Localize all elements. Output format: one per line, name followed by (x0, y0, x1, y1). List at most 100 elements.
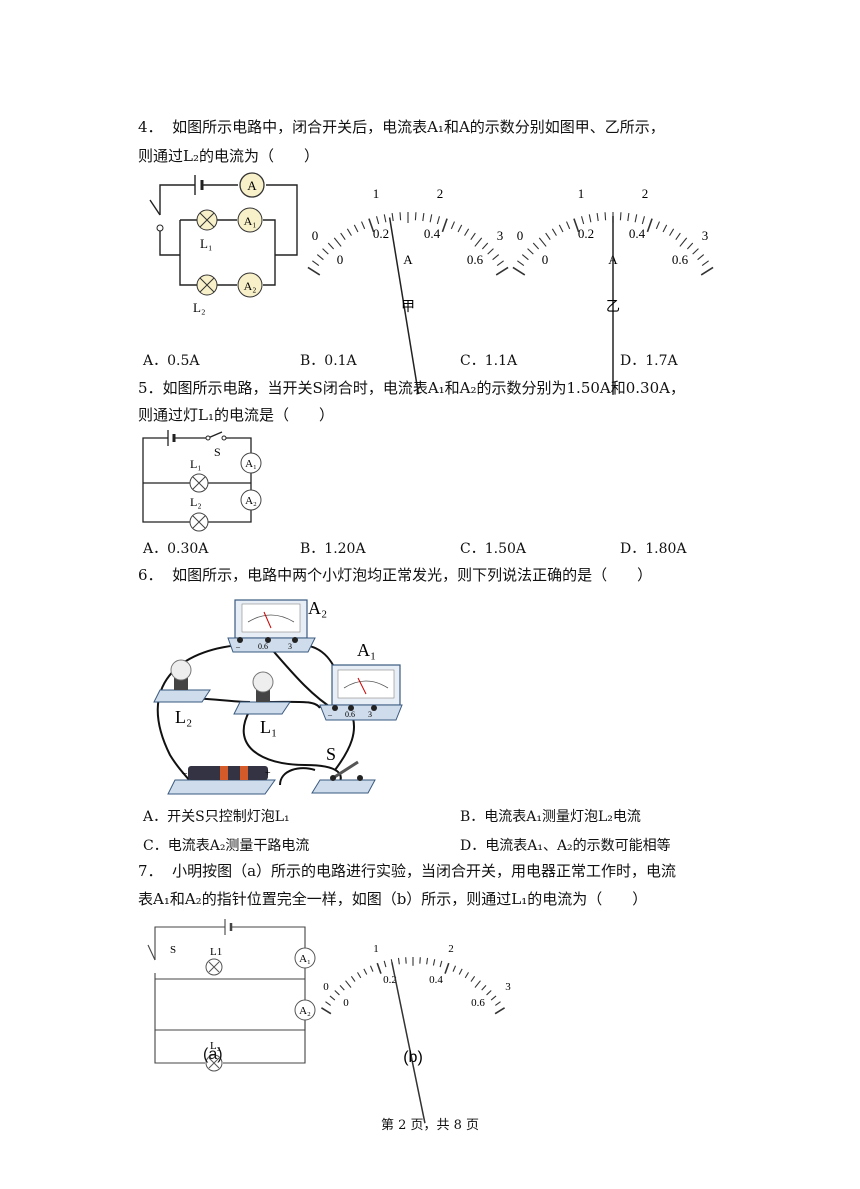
q4-circuit-label-A: A (247, 178, 257, 193)
q5-option-c[interactable]: C．1.50A (460, 541, 526, 557)
q6-label-A1: A₁ (357, 640, 376, 660)
q7-circuit-diagram: S L1 L₂ A₁ A₂ (147, 919, 316, 1072)
svg-text:3: 3 (505, 981, 511, 993)
q7-meter: 1 2 0 3 0.2 0.4 0 0.6 (b) (320, 943, 511, 1124)
q5-circuit-label-S: S (214, 445, 221, 459)
dial-tick (551, 228, 557, 236)
dial-tick (383, 214, 387, 223)
q6-label-A2: A₂ (308, 598, 327, 618)
dial-tick (429, 214, 433, 223)
dial-tick (353, 224, 359, 233)
q5-option-a[interactable]: A．0.30A (143, 541, 209, 557)
page-footer: 第 2 页，共 8 页 (380, 1118, 480, 1133)
q5-circuit-label-A1: A₁ (245, 458, 257, 470)
q4-circuit-label-A2: A₂ (244, 279, 257, 293)
dial-tick (320, 1007, 332, 1015)
q5-option-b[interactable]: B．1.20A (300, 541, 366, 557)
q6-option-b[interactable]: B．电流表A₁测量灯泡L₂电流 (460, 809, 641, 825)
svg-text:0: 0 (517, 228, 524, 243)
dial-tick (697, 254, 705, 261)
svg-text:2: 2 (437, 186, 444, 201)
q4-option-d[interactable]: D．1.7A (620, 353, 678, 369)
svg-text:A: A (403, 252, 413, 267)
q7-caption-a: (a) (203, 1046, 223, 1063)
dial-tick (474, 237, 483, 247)
svg-text:0.6: 0.6 (258, 642, 268, 651)
svg-text:0: 0 (343, 997, 349, 1009)
q7-meter-needle (391, 962, 426, 1124)
q6-battery: –+ (167, 766, 276, 795)
q4-meter-jia: 1 2 0 3 0.2 0.4 0 0.6 A 甲 (307, 186, 509, 395)
q7-circuit-label-S: S (170, 944, 176, 956)
svg-text:0.6: 0.6 (672, 252, 689, 267)
dial-tick (346, 228, 352, 236)
q5-option-d[interactable]: D．1.80A (620, 541, 687, 557)
svg-text:0.2: 0.2 (578, 226, 594, 241)
dial-tick (464, 972, 469, 979)
dial-tick (369, 965, 374, 972)
dial-tick (325, 1001, 331, 1006)
q4-meter-jia-needle (388, 217, 420, 395)
dial-tick (566, 221, 571, 230)
dial-tick (655, 221, 660, 230)
dial-tick (490, 995, 497, 1001)
svg-text:0.2: 0.2 (373, 226, 389, 241)
svg-text:0.4: 0.4 (429, 974, 443, 986)
q4-stem-line2: 则通过L₂的电流为（ ） (138, 147, 319, 165)
q4-option-c[interactable]: C．1.1A (460, 353, 518, 369)
q6-switch (311, 760, 376, 794)
dial-tick (487, 248, 494, 255)
dial-tick (646, 218, 653, 233)
svg-text:0.2: 0.2 (383, 974, 397, 986)
q4-circuit-label-L2: L₂ (193, 300, 205, 315)
dial-tick (376, 216, 380, 225)
dial-tick (399, 212, 402, 221)
dial-tick (701, 260, 709, 266)
q4-option-a[interactable]: A．0.5A (143, 353, 200, 369)
svg-text:–: – (327, 710, 333, 719)
dial-tick (474, 980, 481, 988)
svg-text:1: 1 (373, 943, 379, 955)
svg-text:0: 0 (542, 252, 549, 267)
dial-tick (436, 216, 440, 225)
dial-tick (312, 260, 320, 266)
svg-text:+: + (265, 768, 271, 779)
svg-text:2: 2 (448, 943, 454, 955)
q6-option-a[interactable]: A．开关S只控制灯泡L₁ (143, 809, 290, 825)
dial-tick (675, 232, 681, 240)
q5-circuit-label-L2: L₂ (190, 495, 202, 509)
q4-meter-jia-caption: 甲 (401, 298, 415, 314)
dial-tick (486, 990, 492, 996)
svg-text:0.6: 0.6 (471, 997, 485, 1009)
q4-meter-yi-scale (512, 212, 714, 276)
q4-option-b[interactable]: B．0.1A (300, 353, 357, 369)
dial-tick (662, 224, 668, 233)
dial-tick (441, 218, 448, 233)
dial-tick (316, 254, 324, 261)
dial-tick (327, 242, 335, 250)
q6-stem: 6． 如图所示，电路中两个小灯泡均正常发光，则下列说法正确的是（ ） (138, 566, 653, 584)
dial-tick (619, 212, 622, 221)
q4-circuit-diagram: A A₁ A₂ L₁ L₂ (149, 172, 298, 315)
dial-tick (397, 957, 400, 965)
q7-stem-line1: 7． 小明按图（a）所示的电路进行实验，当闭合开关，用电器正常工作时，电流 (138, 862, 677, 880)
svg-text:0: 0 (323, 981, 329, 993)
dial-tick (444, 962, 450, 974)
dial-tick (481, 985, 487, 991)
svg-text:3: 3 (497, 228, 504, 243)
svg-text:0: 0 (312, 228, 319, 243)
q4-circuit-label-L1: L₁ (200, 236, 212, 251)
svg-text:3: 3 (368, 710, 372, 719)
dial-tick (432, 959, 436, 966)
q7-stem-line2: 表A₁和A₂的指针位置完全一样，如图（b）所示，则通过L₁的电流为（ ） (138, 890, 648, 908)
dial-tick (573, 218, 580, 233)
dial-tick (361, 221, 366, 230)
dial-tick (383, 960, 387, 968)
dial-tick (345, 980, 352, 988)
q6-option-c[interactable]: C．电流表A₂测量干路电流 (143, 838, 310, 854)
dial-tick (414, 212, 417, 221)
dial-tick (517, 260, 525, 266)
dial-tick (422, 212, 425, 222)
dial-tick (457, 224, 463, 233)
q6-option-d[interactable]: D．电流表A₁、A₂的示数可能相等 (460, 838, 671, 854)
